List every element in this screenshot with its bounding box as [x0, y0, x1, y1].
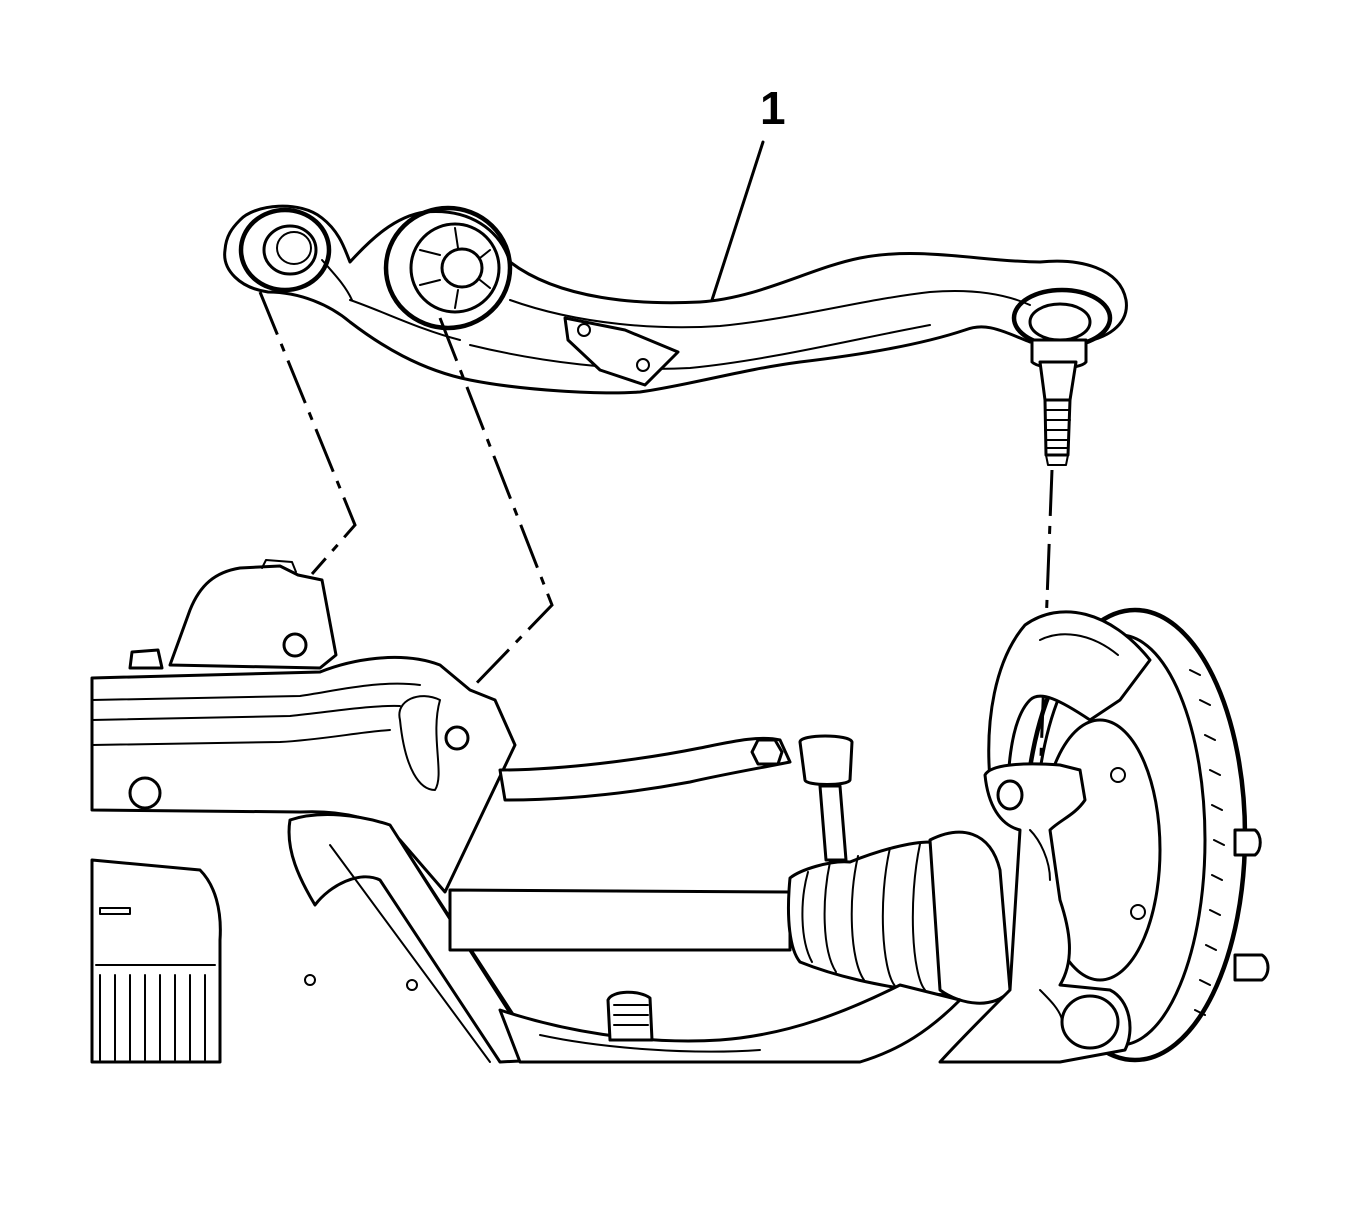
dust-shield-inner	[1039, 633, 1119, 656]
arm-gusset-bracket	[563, 316, 680, 387]
steering-knuckle	[938, 762, 1132, 1064]
axle-shaft	[448, 888, 792, 952]
rotor-vent-marks	[1189, 669, 1225, 1016]
wheel-stud-upper	[1233, 828, 1262, 857]
mount-tower-hole	[282, 632, 308, 658]
lower-control-arm	[498, 983, 962, 1064]
arm-pivot-bolt-hole	[444, 725, 470, 751]
subframe	[90, 559, 542, 1064]
arm-rib-front	[321, 259, 353, 301]
arm-rib-upper	[509, 289, 1031, 329]
knuckle-ball-joint-bore	[996, 779, 1024, 811]
rear-bushing-guide-line	[438, 317, 554, 694]
stabilizer-assembly	[498, 734, 854, 862]
cross-beam-edge-1	[91, 682, 421, 701]
wheel-stud-lower	[1233, 953, 1270, 982]
callout-leader-line-1	[710, 140, 765, 302]
lower-arm-bushing-mount	[606, 990, 654, 1042]
lower-box-slot	[99, 907, 131, 915]
rear-bushing-pockets	[419, 227, 491, 309]
lower-control-arm-body	[498, 983, 962, 1064]
hub-bolt-hole-1	[1110, 767, 1126, 783]
ball-joint-tip	[1045, 454, 1069, 466]
lower-box-grille	[95, 964, 216, 1061]
cv-boot-ridges	[801, 843, 926, 991]
ball-joint-thread-lines	[1044, 409, 1071, 449]
subframe-lower-box	[90, 858, 222, 1064]
arm-rib-lower	[469, 324, 931, 370]
subframe-cross-beam	[90, 655, 517, 894]
cross-beam-edge-2	[91, 704, 401, 721]
front-bushing-inner	[262, 224, 318, 276]
bracket-small-hole	[304, 974, 316, 986]
gusset-hole-right	[636, 358, 650, 372]
rear-bushing-outer	[383, 205, 513, 331]
subframe-mount-tower	[168, 564, 338, 670]
upper-control-arm	[223, 204, 1128, 466]
knuckle-edge	[1029, 829, 1063, 1021]
arm-body-outline	[223, 204, 1128, 395]
front-bushing-outer	[238, 207, 332, 293]
bracket-hole-2	[406, 979, 418, 991]
stabilizer-link-rod	[818, 784, 848, 862]
knuckle-lower-bore	[1060, 994, 1120, 1050]
stabilizer-link-nut	[750, 738, 784, 766]
ball-joint-thread	[1043, 398, 1072, 457]
cv-joint-housing	[928, 830, 1012, 1005]
callout-1: 1	[710, 82, 786, 302]
front-bushing-bore	[276, 231, 312, 265]
hub-bolt-hole-2	[1130, 904, 1146, 920]
stabilizer-bar	[498, 736, 792, 802]
brake-dust-shield	[987, 610, 1152, 822]
pivot-boss-outline	[398, 695, 441, 791]
cross-beam-hole-left	[128, 776, 162, 810]
lower-arm-bracket	[287, 813, 542, 1064]
ball-joint-stud	[1038, 360, 1078, 402]
mount-tower-tab	[261, 559, 297, 573]
callout-label-1: 1	[760, 82, 786, 134]
rear-bushing-bore	[440, 247, 484, 289]
rear-bushing-ring	[409, 222, 501, 314]
lower-arm-bushing-ribs	[613, 1004, 649, 1026]
gusset-hole-left	[577, 323, 591, 337]
subframe-small-tab	[128, 648, 164, 670]
front-bushing-guide-line	[258, 291, 357, 575]
stabilizer-link-bushing	[798, 734, 854, 786]
lower-arm-edge	[539, 1034, 761, 1053]
cross-beam-edge-3	[91, 729, 391, 746]
drive-axle	[448, 830, 1012, 1005]
knuckle-hub-rotor	[938, 607, 1270, 1064]
